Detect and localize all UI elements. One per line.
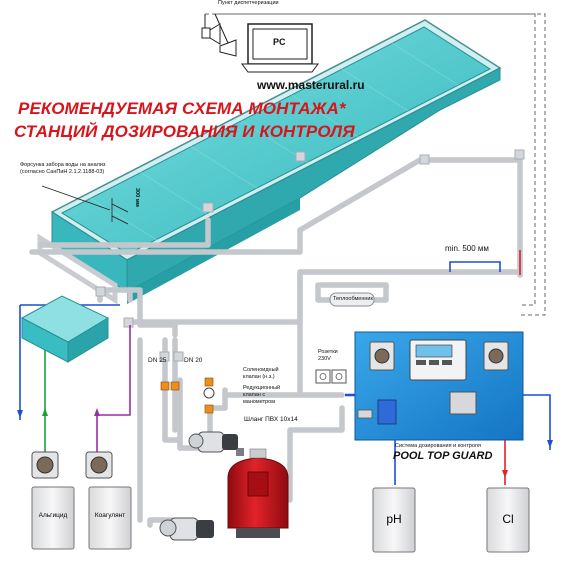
pc-label: PC bbox=[273, 37, 286, 47]
solenoid-label-1: Соленоидный bbox=[243, 367, 279, 373]
reducer-label-2: клапан с bbox=[243, 392, 266, 398]
buffer-tank bbox=[20, 295, 110, 363]
dn20-label: DN 20 bbox=[184, 357, 203, 364]
horn-icon bbox=[214, 13, 237, 57]
coagulant-label: Коагулянт bbox=[94, 512, 126, 519]
title-line-2: СТАНЦИЙ ДОЗИРОВАНИЯ И КОНТРОЛЯ bbox=[14, 122, 355, 141]
nozzle-label-1: Форсунка забора воды на анализ bbox=[20, 162, 106, 168]
algicide-label: Альгицид bbox=[38, 512, 68, 519]
dispatch-lines bbox=[205, 13, 546, 316]
sockets-label-1: Розетки bbox=[318, 349, 338, 355]
ph-label: pH bbox=[386, 512, 402, 526]
dispatch-label: Пункт диспетчеризации bbox=[218, 0, 279, 6]
circulation-pump bbox=[159, 517, 214, 541]
reducer-label-1: Редукционный bbox=[243, 385, 281, 391]
dosing-pumps-left bbox=[31, 451, 113, 479]
socket-icon bbox=[315, 369, 347, 384]
pc-monitor-icon bbox=[241, 23, 319, 73]
heat-exchanger bbox=[329, 292, 375, 307]
cl-label: Cl bbox=[502, 512, 514, 526]
chemical-tanks bbox=[31, 486, 530, 553]
system-caption: Система дозирования и контроля bbox=[395, 443, 481, 449]
pipes bbox=[29, 157, 523, 528]
hose-label: Шланг ПВХ 10х14 bbox=[244, 416, 298, 423]
solenoid-label-2: клапан (н.з.) bbox=[243, 374, 275, 380]
analysis-pump bbox=[188, 431, 238, 453]
valves bbox=[160, 377, 214, 414]
nozzle-label-2: (согласно СанПиН 2.1.2.1188-03) bbox=[20, 169, 105, 175]
depth-marker bbox=[41, 185, 129, 225]
pressure-gauge-icon bbox=[203, 387, 215, 399]
dosing-panel bbox=[354, 331, 524, 441]
sockets-label-2: 230V bbox=[318, 356, 331, 362]
system-name: POOL TOP GUARD bbox=[393, 450, 493, 462]
depth-label: 300 мм bbox=[134, 188, 140, 207]
dn25-label: DN 25 bbox=[148, 357, 167, 364]
reducer-label-3: манометром bbox=[243, 399, 276, 405]
title-line-1: РЕКОМЕНДУЕМАЯ СХЕМА МОНТАЖА* bbox=[18, 99, 346, 118]
speaker-icon bbox=[201, 14, 221, 45]
heat-exchanger-label: Теплообменник bbox=[333, 296, 373, 302]
sand-filter bbox=[227, 448, 289, 538]
website-label: www.masterural.ru bbox=[257, 78, 365, 92]
min-distance-label: min. 500 мм bbox=[445, 244, 489, 253]
